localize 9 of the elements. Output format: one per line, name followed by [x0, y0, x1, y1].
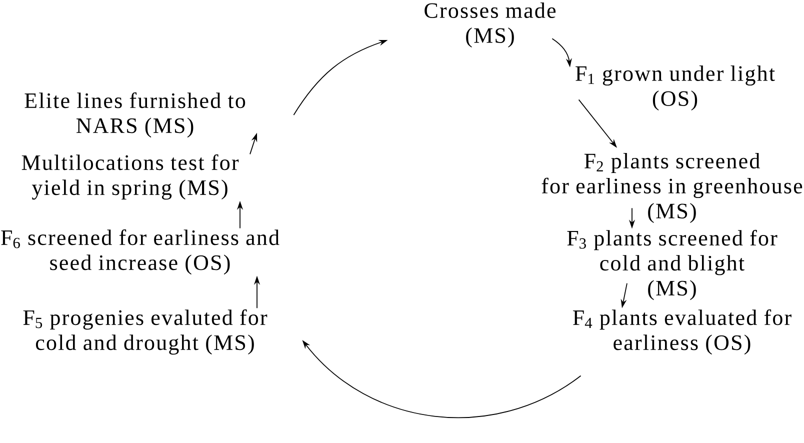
stage-text: Crosses made (MS) — [424, 2, 556, 48]
stage-text: F$_{3}$ plants screened for cold and blight (MS) — [567, 230, 778, 300]
stage-text: F$_{5}$ progenies evaluted for cold and drought (MS) — [23, 309, 268, 355]
stage-text: F$_{6}$ screened for earliness and seed increase (OS) — [1, 229, 280, 275]
stage-text: Multilocations test for yield in spring (MS) — [22, 154, 239, 200]
stage-text: F$_{4}$ plants evaluated for earliness (OS) — [573, 309, 792, 355]
stage-text: F$_{1}$ grown under light (OS) — [576, 66, 775, 110]
stage-text: Elite lines furnished to NARS (MS) — [24, 92, 246, 138]
stage-text: F$_{2}$ plants screened for earliness in greenhouse (MS) — [542, 153, 802, 223]
